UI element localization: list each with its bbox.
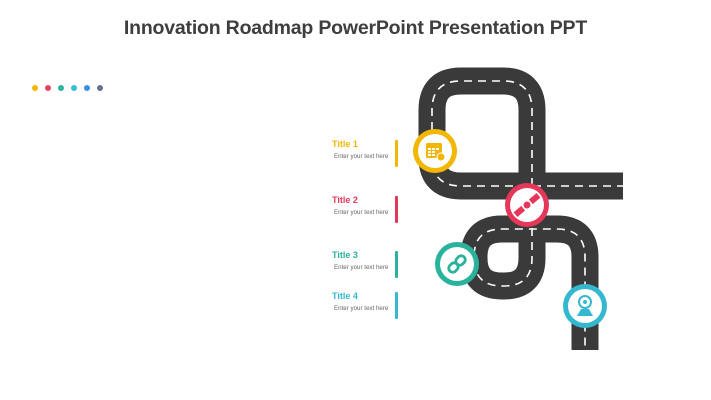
step-2-text: Enter your text here — [334, 209, 389, 216]
page-title: Innovation Roadmap PowerPoint Presentati… — [123, 17, 588, 39]
step-1-text: Enter your text here — [334, 153, 389, 160]
step-3-title: Title 3 — [332, 250, 358, 260]
palette-dot — [84, 85, 90, 91]
palette-dot — [97, 85, 103, 91]
step-3-bar — [395, 251, 398, 278]
palette-dot — [45, 85, 51, 91]
calendar-icon — [413, 129, 457, 173]
palette-dot — [58, 85, 64, 91]
step-2: Title 2 Enter your text here — [332, 195, 400, 216]
satellite-icon — [505, 183, 549, 227]
step-4-text: Enter your text here — [334, 305, 389, 312]
step-3: Title 3 Enter your text here — [332, 250, 400, 271]
webcam-icon — [563, 284, 607, 328]
step-4-title: Title 4 — [332, 291, 358, 301]
step-1-title: Title 1 — [332, 139, 358, 149]
step-4: Title 4 Enter your text here — [332, 291, 400, 312]
step-1-bar — [395, 140, 398, 167]
step-4-bar — [395, 292, 398, 319]
step-2-title: Title 2 — [332, 195, 358, 205]
link-icon — [435, 242, 479, 286]
palette-dots — [32, 85, 103, 91]
step-2-bar — [395, 196, 398, 223]
step-1: Title 1 Enter your text here — [332, 139, 400, 160]
palette-dot — [71, 85, 77, 91]
step-3-text: Enter your text here — [334, 264, 389, 271]
palette-dot — [32, 85, 38, 91]
